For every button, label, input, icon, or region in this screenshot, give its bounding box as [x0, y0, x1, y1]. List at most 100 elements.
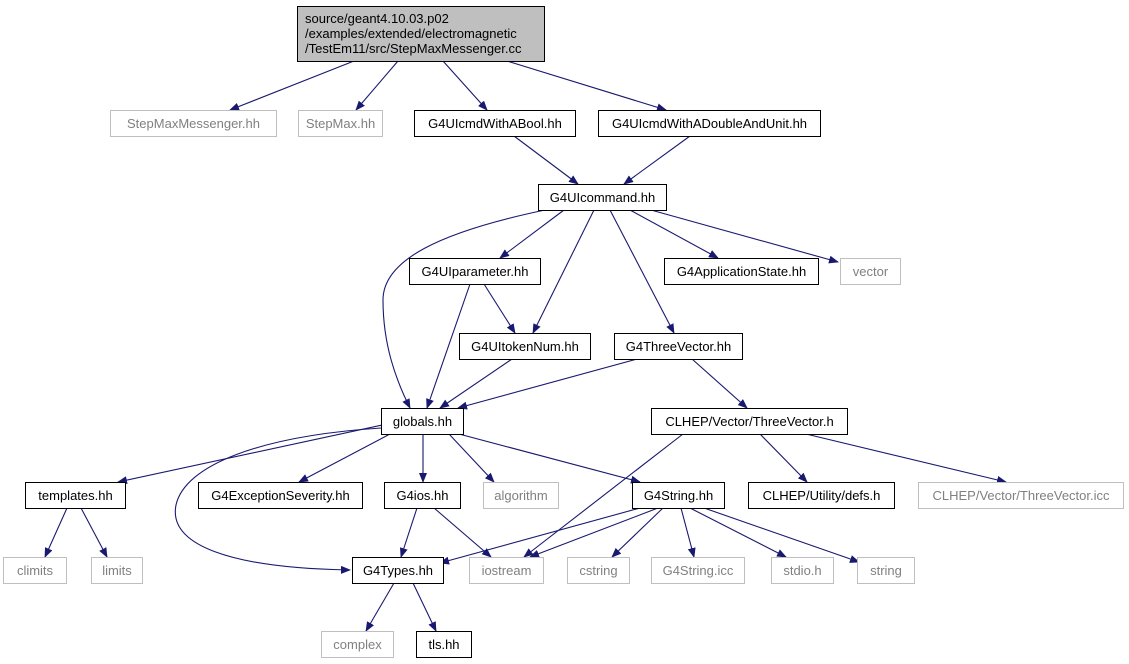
edge-clhep-threevector-h-to-clhep-utility-defs-h — [759, 433, 808, 483]
edge-g4uicommand-hh-to-g4uiparameter-hh — [499, 209, 565, 259]
node-box — [297, 6, 545, 62]
node-label-line: /examples/extended/electromagnetic — [305, 26, 517, 41]
edge-g4uiparameter-hh-to-globals-hh — [426, 283, 471, 409]
edge-globals-hh-to-g4string-hh — [458, 433, 641, 484]
edge-g4uicmdwithabool-hh-to-g4uicommand-hh — [513, 135, 579, 185]
edge-g4ios-hh-to-iostream — [433, 507, 492, 558]
node-g4string-icc: G4String.icc — [651, 557, 745, 584]
node-box — [632, 482, 725, 509]
node-label: G4UIparameter.hh — [422, 264, 529, 279]
node-clhep-threevector-h[interactable]: CLHEP/Vector/ThreeVector.h — [651, 408, 848, 435]
edge-g4uicommand-hh-to-vector — [650, 209, 839, 264]
node-g4uicmdwithadoubleandunit-hh[interactable]: G4UIcmdWithADoubleAndUnit.hh — [598, 110, 821, 137]
nodes-layer: source/geant4.10.03.p02/examples/extende… — [3, 6, 1124, 658]
node-label: G4String.hh — [644, 488, 713, 503]
node-clhep-threevector-icc: CLHEP/Vector/ThreeVector.icc — [918, 482, 1124, 509]
node-box — [298, 110, 383, 137]
node-root[interactable]: source/geant4.10.03.p02/examples/extende… — [297, 6, 545, 62]
node-iostream: iostream — [469, 557, 544, 584]
node-vector: vector — [840, 258, 901, 285]
node-box — [25, 482, 126, 509]
edges-layer — [44, 60, 1007, 632]
node-box — [840, 258, 901, 285]
node-g4threevector-hh[interactable]: G4ThreeVector.hh — [614, 333, 743, 360]
edge-g4ios-hh-to-g4types-hh — [399, 507, 418, 558]
node-box — [409, 258, 541, 285]
node-g4uicmdwithabool-hh[interactable]: G4UIcmdWithABool.hh — [414, 110, 576, 137]
node-label: globals.hh — [393, 414, 452, 429]
edge-root-to-g4uicmdwithabool-hh — [442, 60, 488, 111]
node-stepmaxmessenger-hh: StepMaxMessenger.hh — [110, 110, 277, 137]
edge-root-to-g4uicmdwithadoubleandunit-hh — [506, 60, 667, 112]
node-box — [748, 482, 895, 509]
node-box — [416, 631, 472, 658]
edge-g4string-hh-to-stdio-h — [689, 507, 787, 558]
node-label: G4ApplicationState.hh — [677, 264, 806, 279]
edge-g4string-hh-to-cstring — [611, 507, 664, 558]
node-tls-hh[interactable]: tls.hh — [416, 631, 472, 658]
node-box — [483, 482, 559, 509]
node-label: G4UIcmdWithADoubleAndUnit.hh — [612, 116, 807, 131]
node-label: stdio.h — [783, 563, 821, 578]
node-algorithm: algorithm — [483, 482, 559, 509]
node-label: vector — [853, 264, 889, 279]
node-g4uitokennum-hh[interactable]: G4UItokenNum.hh — [459, 333, 591, 360]
edge-g4uicommand-hh-to-g4applicationstate-hh — [629, 209, 719, 259]
node-box — [771, 557, 834, 584]
node-g4applicationstate-hh[interactable]: G4ApplicationState.hh — [664, 258, 819, 285]
node-clhep-utility-defs-h[interactable]: CLHEP/Utility/defs.h — [748, 482, 895, 509]
edge-g4uitokennum-hh-to-globals-hh — [439, 358, 513, 409]
node-label: StepMax.hh — [306, 116, 375, 131]
node-box — [384, 482, 461, 509]
node-g4exceptionseverity-hh[interactable]: G4ExceptionSeverity.hh — [198, 482, 363, 509]
node-globals-hh[interactable]: globals.hh — [381, 408, 464, 435]
edge-globals-hh-to-templates-hh — [117, 424, 383, 485]
node-g4uiparameter-hh[interactable]: G4UIparameter.hh — [409, 258, 541, 285]
node-box — [664, 258, 819, 285]
node-label: tls.hh — [428, 637, 459, 652]
edge-clhep-threevector-h-to-iostream — [523, 433, 684, 558]
edge-g4uicommand-hh-to-g4threevector-hh — [609, 209, 675, 334]
node-box — [538, 184, 667, 211]
node-label-line: source/geant4.10.03.p02 — [305, 11, 449, 26]
node-label: CLHEP/Utility/defs.h — [763, 488, 881, 503]
node-label: G4UIcommand.hh — [550, 190, 656, 205]
node-box — [459, 333, 591, 360]
node-templates-hh[interactable]: templates.hh — [25, 482, 126, 509]
node-box — [3, 557, 67, 584]
node-g4string-hh[interactable]: G4String.hh — [632, 482, 725, 509]
node-box — [110, 110, 277, 137]
node-box — [321, 631, 394, 658]
edge-g4string-hh-to-g4types-hh — [439, 507, 641, 565]
node-label: string — [870, 563, 902, 578]
edge-g4types-hh-to-tls-hh — [412, 582, 437, 632]
node-stdio-h: stdio.h — [771, 557, 834, 584]
node-box — [567, 557, 630, 584]
node-label: G4Types.hh — [363, 563, 433, 578]
edge-g4uicmdwithadoubleandunit-hh-to-g4uicommand-hh — [623, 135, 691, 185]
node-cstring: cstring — [567, 557, 630, 584]
node-box — [381, 408, 464, 435]
node-complex: complex — [321, 631, 394, 658]
node-g4ios-hh[interactable]: G4ios.hh — [384, 482, 461, 509]
node-label: G4String.icc — [663, 563, 734, 578]
node-label-line: /TestEm11/src/StepMaxMessenger.cc — [305, 41, 522, 56]
node-g4types-hh[interactable]: G4Types.hh — [352, 557, 444, 584]
node-label: CLHEP/Vector/ThreeVector.icc — [932, 488, 1110, 503]
node-box — [469, 557, 544, 584]
node-label: algorithm — [494, 488, 547, 503]
node-label: G4ios.hh — [396, 488, 448, 503]
node-label: StepMaxMessenger.hh — [127, 116, 260, 131]
edge-root-to-stepmax-hh — [355, 60, 399, 111]
node-box — [918, 482, 1124, 509]
edge-g4string-hh-to-string — [703, 507, 860, 563]
edge-root-to-stepmaxmessenger-hh — [229, 60, 355, 111]
node-limits: limits — [91, 557, 143, 584]
node-label: templates.hh — [38, 488, 112, 503]
node-box — [651, 408, 848, 435]
node-box — [91, 557, 143, 584]
node-label: G4UIcmdWithABool.hh — [428, 116, 562, 131]
node-g4uicommand-hh[interactable]: G4UIcommand.hh — [538, 184, 667, 211]
node-label: limits — [102, 563, 132, 578]
